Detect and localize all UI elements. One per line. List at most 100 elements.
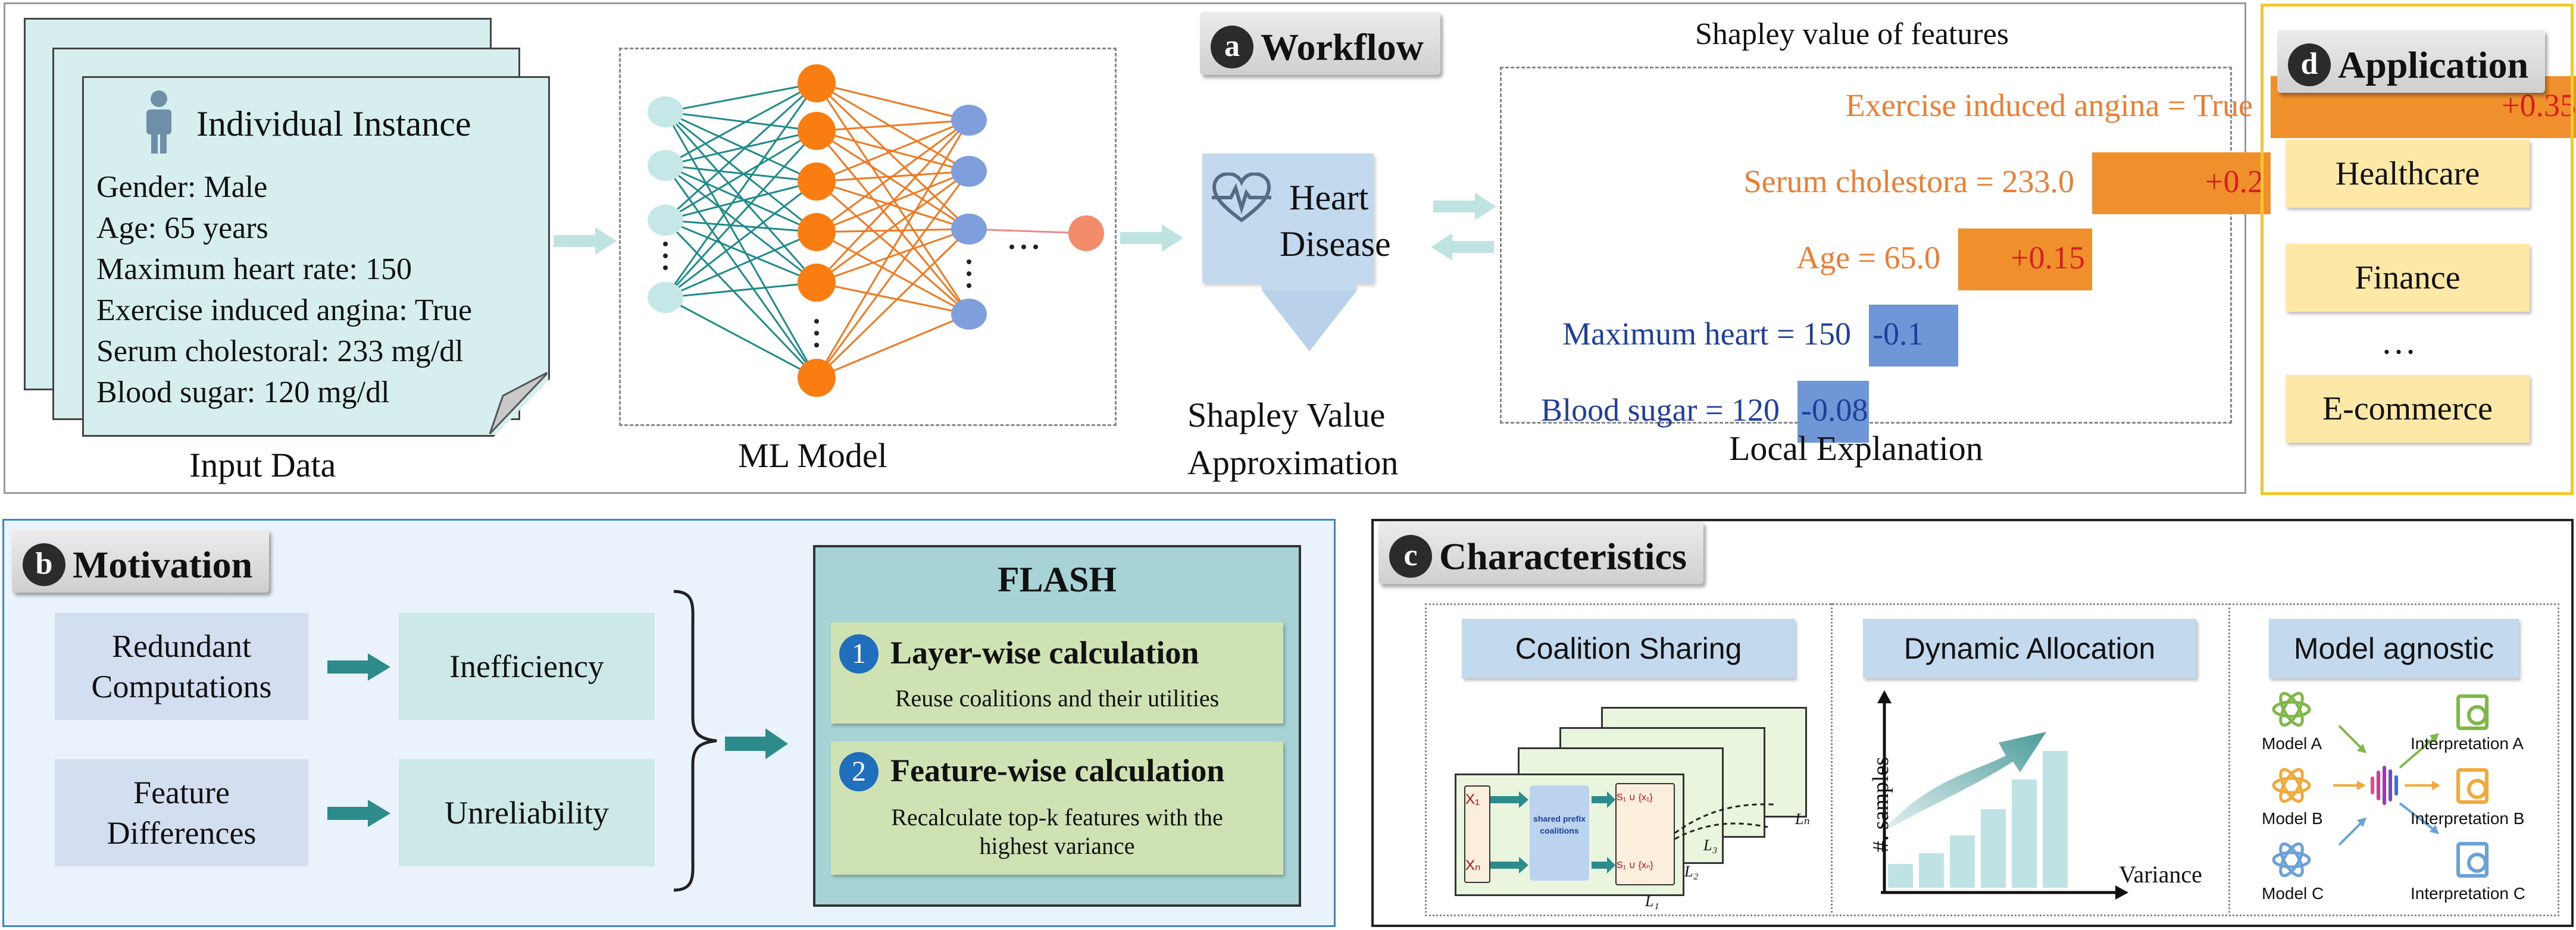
flash-item-2-desc-1: Recalculate top-k features with the [891, 804, 1223, 831]
attr-exercise-angina: Exercise induced angina: True [96, 293, 473, 327]
characteristics-frame [1425, 603, 2559, 916]
flash-item-2-desc-2: highest variance [979, 832, 1135, 859]
approx-caption-2: Approximation [1187, 443, 1399, 482]
layer-l3-label: L₃ [1703, 837, 1718, 854]
layer-l1-label: L₁ [1645, 893, 1659, 910]
flash-item-layer-wise [831, 622, 1283, 724]
attr-max-heart-rate: Maximum heart rate: 150 [96, 252, 412, 286]
layer-sn-label: S₁ ∪ {xₙ} [1617, 860, 1653, 870]
interpretation-b-label: Interpretation B [2411, 809, 2525, 828]
col-coalition-sharing: Coalition Sharing [1462, 619, 1795, 678]
layer-s1-label: S₁ ∪ {x₁} [1617, 793, 1653, 803]
interpretation-a-label: Interpretation A [2411, 734, 2524, 753]
panel-workflow [4, 2, 2246, 494]
motivation-title: Motivation [73, 543, 253, 586]
shapley-bar-2 [2092, 152, 2271, 214]
col-model-agnostic: Model agnostic [2269, 619, 2519, 678]
attr-gender: Gender: Male [96, 170, 268, 204]
layer-input-column [1464, 785, 1490, 883]
neural-network-diagram [648, 64, 1104, 397]
flash-title: FLASH [997, 560, 1117, 599]
attr-blood-sugar: Blood sugar: 120 mg/dl [96, 375, 390, 409]
app-ellipsis: … [2381, 322, 2416, 361]
arrow-cause1-effect1 [327, 653, 390, 681]
yaxis-label: #. samples [1868, 756, 1893, 853]
layer-output-column [1615, 783, 1675, 885]
shapley-feature-label-4: Maximum heart = 150 [1562, 316, 1851, 352]
input-data-caption: Input Data [189, 446, 336, 484]
flash-item-feature-wise [831, 741, 1283, 875]
effect-inefficiency: Inefficiency [399, 613, 655, 720]
model-b-label: Model B [2262, 809, 2323, 828]
curly-brace [673, 590, 717, 892]
arrow-heart-to-explanation [1433, 193, 1496, 220]
layer-xn-label: Xₙ [1465, 857, 1481, 873]
shapley-bar-4 [1869, 305, 1958, 367]
workflow-title: Workflow [1261, 26, 1424, 68]
layer-dashed-links [1674, 803, 1774, 840]
characteristics-title: Characteristics [1439, 535, 1687, 578]
col-dynamic-allocation: Dynamic Allocation [1863, 619, 2196, 678]
app-item-finance: Finance [2286, 244, 2530, 312]
flash-item-1-desc: Reuse coalitions and their utilities [895, 685, 1220, 712]
application-title: Application [2338, 43, 2529, 86]
shapley-feature-label-3: Age = 65.0 [1796, 240, 1940, 275]
heart-label-1: Heart [1289, 178, 1369, 217]
heart-label-2: Disease [1280, 224, 1391, 264]
arrow-to-flash [725, 728, 788, 759]
attr-age: Age: 65 years [96, 211, 268, 245]
instance-attributes: Gender: Male Age: 65 years Maximum heart… [96, 167, 472, 413]
interpretation-c-label: Interpretation C [2411, 884, 2525, 903]
model-a-label: Model A [2262, 734, 2322, 753]
layer-shared-label: shared prefix coalitions [1533, 814, 1586, 835]
shapley-feature-label-2: Serum cholestora = 233.0 [1743, 164, 2074, 199]
flash-item-2-title: Feature-wise calculation [890, 753, 1225, 788]
shapley-bar-3 [1958, 228, 2092, 290]
badge-b: b [23, 543, 65, 587]
shapley-title: Shapley value of features [1695, 17, 2009, 51]
page-curl-icon [489, 372, 548, 435]
ml-model-caption: ML Model [738, 436, 887, 475]
shapley-value-5: -0.08 [1801, 392, 1868, 428]
layer-l2-label: L₂ [1684, 863, 1699, 880]
effect-unreliability: Unreliability [399, 759, 655, 866]
badge-d: d [2288, 43, 2331, 87]
xaxis-label: Variance [2119, 861, 2202, 888]
shapley-feature-label-1: Exercise induced angina = True [1845, 87, 2253, 123]
shapley-value-4: -0.1 [1872, 316, 1924, 352]
arrow-cause2-effect2 [327, 800, 390, 827]
ml-model-frame [619, 48, 1117, 426]
flash-item-1-number: 1 [839, 634, 879, 674]
characteristics-divider-1 [1831, 603, 1833, 913]
instance-title: Individual Instance [196, 104, 471, 143]
shapley-value-2: +0.2 [2205, 164, 2264, 199]
shapley-feature-label-5: Blood sugar = 120 [1541, 392, 1780, 428]
layer-x1-label: X₁ [1465, 791, 1480, 807]
app-item-ecommerce: E-commerce [2286, 375, 2530, 443]
panel-application [2261, 4, 2574, 495]
panel-characteristics [1371, 519, 2574, 927]
local-explanation-caption: Local Explanation [1729, 429, 1983, 468]
flash-item-2-number: 2 [839, 752, 879, 791]
shapley-value-1: +0.35 [2502, 87, 2576, 123]
dynamic-allocation-chart [1877, 690, 2128, 900]
shapley-value-3: +0.15 [2011, 240, 2085, 275]
arrow-model-to-heart [1120, 224, 1183, 252]
person-icon [146, 90, 171, 154]
layer-flow-arrows [1490, 791, 1615, 873]
model-agnostic-diagram [2272, 691, 2489, 878]
characteristics-divider-2 [2228, 603, 2230, 913]
arrow-explanation-to-heart [1431, 233, 1494, 261]
badge-c: c [1389, 535, 1432, 578]
badge-a: a [1211, 26, 1253, 69]
app-item-healthcare: Healthcare [2286, 140, 2530, 208]
down-arrow-icon [1262, 283, 1357, 351]
approx-caption-1: Shapley Value [1187, 396, 1386, 434]
layer-ln-label: Lₙ [1795, 810, 1810, 828]
